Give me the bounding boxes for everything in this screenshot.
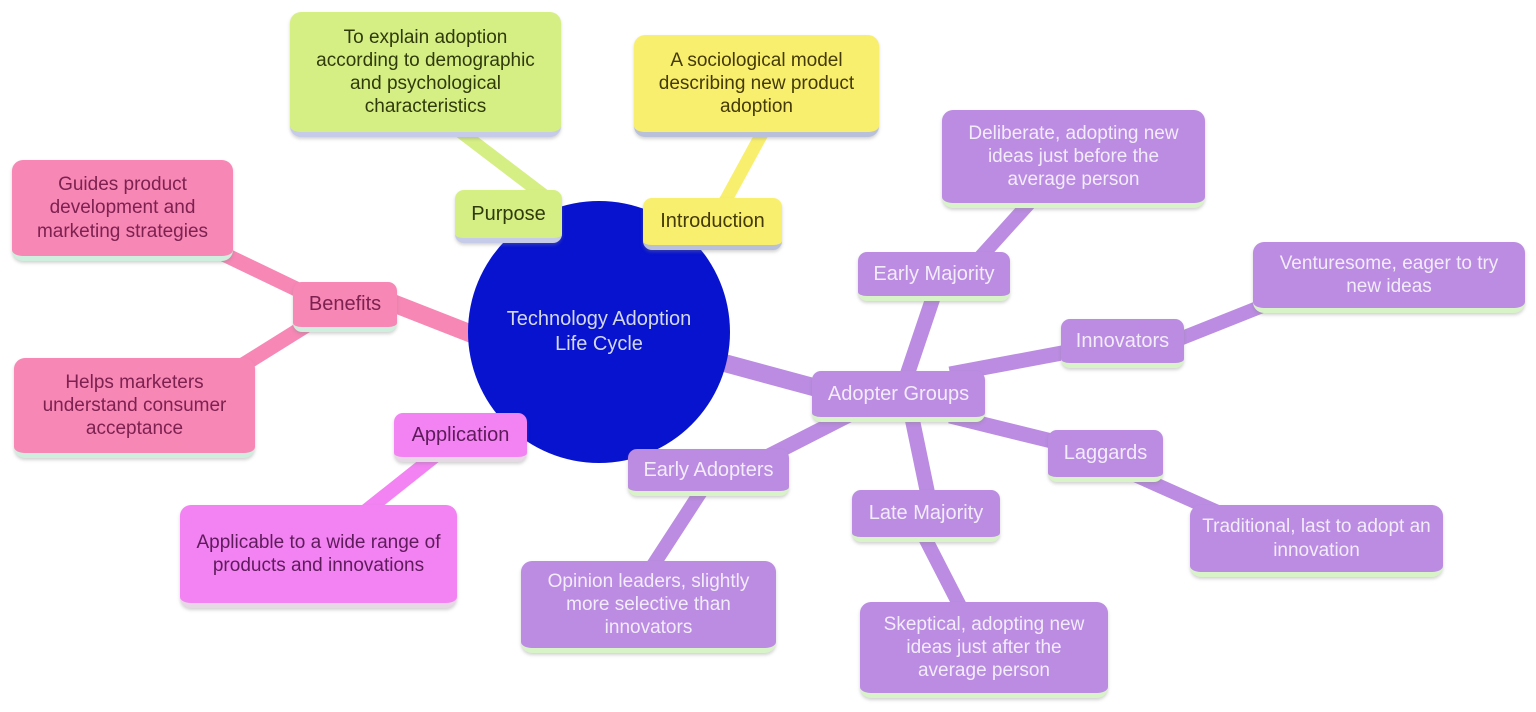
node-introduction-detail[interactable]: A sociological model describing new prod… [634,35,879,137]
node-introduction[interactable]: Introduction [643,198,782,250]
node-introduction-label: Introduction [660,210,765,232]
node-late-majority-detail-label: Skeptical, adopting new ideas just after… [883,613,1085,682]
node-early-majority[interactable]: Early Majority [858,252,1010,301]
edge-early-majority-detail [970,195,1038,267]
edge-purpose-detail [454,124,554,206]
edge-innovators-detail [1169,296,1273,349]
node-application-detail[interactable]: Applicable to a wide range of products a… [180,505,457,608]
edge-adopter-groups-innovators [948,342,1080,382]
node-benefits-label: Benefits [308,293,382,315]
edge-late-majority-detail [917,532,969,614]
node-late-majority-label: Late Majority [868,502,984,524]
node-benefits[interactable]: Benefits [293,282,397,332]
node-purpose-label: Purpose [471,202,546,225]
node-laggards-label: Laggards [1063,442,1148,464]
node-purpose[interactable]: Purpose [455,190,562,243]
node-late-majority-detail[interactable]: Skeptical, adopting new ideas just after… [860,602,1108,698]
node-innovators-detail-label: Venturesome, eager to try new ideas [1279,252,1499,297]
node-laggards[interactable]: Laggards [1048,430,1163,482]
edge-adopter-groups-late-majority [904,416,936,497]
node-benefits-detail-1[interactable]: Guides product development and marketing… [12,160,233,261]
node-early-majority-detail-label: Deliberate, adopting new ideas just befo… [968,122,1179,191]
node-innovators-detail[interactable]: Venturesome, eager to try new ideas [1253,242,1525,313]
node-early-majority-detail[interactable]: Deliberate, adopting new ideas just befo… [942,110,1205,208]
edge-adopter-groups-early-majority [898,292,942,381]
central-topic-label: Technology Adoption Life Cycle [506,308,692,355]
node-early-adopters-label: Early Adopters [643,458,774,481]
node-late-majority[interactable]: Late Majority [852,490,1000,542]
edge-introduction-detail [716,126,770,211]
node-purpose-detail-label: To explain adoption according to demogra… [316,26,535,118]
edge-application-detail [357,450,440,520]
node-introduction-detail-label: A sociological model describing new prod… [658,49,855,118]
node-innovators-label: Innovators [1075,329,1170,352]
edge-early-adopters-detail [644,486,708,574]
node-laggards-detail-label: Traditional, last to adopt an innovation [1202,516,1431,561]
node-early-adopters-detail[interactable]: Opinion leaders, slightly more selective… [521,561,776,653]
node-early-majority-label: Early Majority [873,262,995,285]
node-adopter-groups-label: Adopter Groups [827,382,970,405]
node-benefits-detail-2-label: Helps marketers understand consumer acce… [42,371,227,440]
node-innovators[interactable]: Innovators [1061,319,1184,368]
node-adopter-groups[interactable]: Adopter Groups [812,371,985,422]
node-benefits-detail-2[interactable]: Helps marketers understand consumer acce… [14,358,255,458]
node-purpose-detail[interactable]: To explain adoption according to demogra… [290,12,561,137]
node-application-label: Application [411,423,510,446]
node-laggards-detail[interactable]: Traditional, last to adopt an innovation [1190,505,1443,577]
node-application-detail-label: Applicable to a wide range of products a… [196,531,441,576]
node-early-adopters-detail-label: Opinion leaders, slightly more selective… [547,570,750,639]
node-application[interactable]: Application [394,413,527,462]
node-early-adopters[interactable]: Early Adopters [628,449,789,496]
node-benefits-detail-1-label: Guides product development and marketing… [36,174,209,242]
